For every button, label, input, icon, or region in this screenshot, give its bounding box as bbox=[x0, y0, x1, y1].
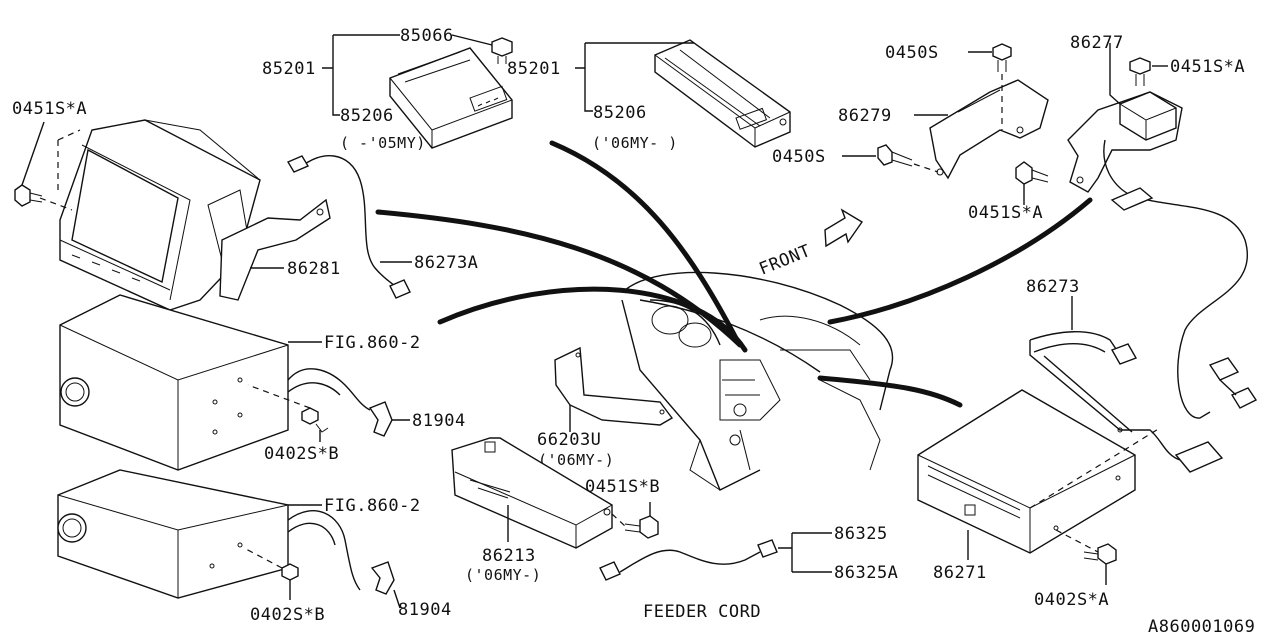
bracket-86281[interactable] bbox=[219, 198, 331, 301]
bracket-66203u[interactable] bbox=[554, 346, 674, 426]
label-85066: 85066 bbox=[400, 26, 454, 46]
label-86273: 86273 bbox=[1026, 277, 1080, 297]
note-66203u: ('06MY-) bbox=[538, 451, 614, 469]
label-0402sa: 0402S*A bbox=[1034, 590, 1109, 610]
screw-0402sa[interactable] bbox=[1083, 543, 1117, 565]
screw-0402sb-upper[interactable] bbox=[247, 384, 329, 433]
label-85206-new: 85206 bbox=[593, 103, 647, 123]
front-arrow: FRONT bbox=[756, 208, 864, 280]
diagram-id: A860001069 bbox=[1148, 617, 1255, 637]
label-0450s-top: 0450S bbox=[885, 43, 939, 63]
label-66203u: 66203U bbox=[537, 430, 601, 450]
label-86273a: 86273A bbox=[414, 253, 478, 273]
note-06my: ('06MY- ) bbox=[592, 134, 678, 152]
label-86213: 86213 bbox=[482, 546, 536, 566]
gps-antenna-86277[interactable] bbox=[1119, 91, 1177, 141]
label-86279: 86279 bbox=[838, 106, 892, 126]
bracket-86279[interactable] bbox=[929, 79, 1049, 180]
audio-unit-upper[interactable] bbox=[59, 294, 371, 471]
label-86281: 86281 bbox=[287, 259, 341, 279]
leader-sweeps bbox=[375, 140, 1093, 408]
label-0402sb-lower: 0402S*B bbox=[250, 605, 325, 625]
label-0451sa-mid: 0451S*A bbox=[968, 203, 1043, 223]
label-86325: 86325 bbox=[834, 524, 888, 544]
cable-86273[interactable] bbox=[1029, 331, 1224, 509]
screw-0451sa-tr[interactable] bbox=[1129, 57, 1151, 86]
label-86325a: 86325A bbox=[834, 563, 898, 583]
clip-81904-lower[interactable] bbox=[370, 561, 395, 595]
screw-85066[interactable] bbox=[491, 37, 513, 64]
dashboard bbox=[621, 271, 894, 491]
panel-86213[interactable] bbox=[451, 437, 613, 549]
label-fig860-upper: FIG.860-2 bbox=[324, 333, 421, 353]
label-front: FRONT bbox=[756, 241, 813, 280]
screw-0451sb[interactable] bbox=[611, 513, 659, 539]
nav-display-unit[interactable] bbox=[59, 119, 261, 311]
screw-0450s-mid[interactable] bbox=[877, 144, 939, 173]
label-85206-old: 85206 bbox=[340, 106, 394, 126]
part-85201-new[interactable] bbox=[654, 39, 791, 148]
clip-81904-upper[interactable] bbox=[368, 401, 393, 437]
screw-0402sb-lower[interactable] bbox=[243, 547, 299, 581]
label-feeder-cord: FEEDER CORD bbox=[643, 602, 761, 622]
cable-86273a[interactable] bbox=[286, 155, 411, 299]
feeder-cord[interactable] bbox=[599, 539, 778, 581]
label-81904-upper: 81904 bbox=[412, 411, 466, 431]
label-0450s-mid: 0450S bbox=[772, 147, 826, 167]
label-86277: 86277 bbox=[1070, 33, 1124, 53]
label-81904-lower: 81904 bbox=[398, 600, 452, 620]
note-86213: ('06MY-) bbox=[465, 566, 541, 584]
screw-0450s-top[interactable] bbox=[992, 43, 1012, 130]
label-85201-new: 85201 bbox=[507, 59, 561, 79]
label-fig860-lower: FIG.860-2 bbox=[324, 496, 421, 516]
gps-cable bbox=[1103, 139, 1258, 419]
label-85201-old: 85201 bbox=[262, 59, 316, 79]
audio-unit-lower[interactable] bbox=[57, 469, 361, 599]
note-05my: ( -'05MY) bbox=[340, 134, 426, 152]
label-0402sb-upper: 0402S*B bbox=[264, 444, 339, 464]
part-85201-old[interactable] bbox=[389, 47, 513, 149]
label-0451sa-left: 0451S*A bbox=[12, 99, 87, 119]
label-0451sb: 0451S*B bbox=[585, 477, 660, 497]
screw-0451sa-mid[interactable] bbox=[1015, 161, 1049, 185]
label-86271: 86271 bbox=[933, 563, 987, 583]
label-0451sa-tr: 0451S*A bbox=[1170, 57, 1245, 77]
nav-unit-86271[interactable] bbox=[917, 389, 1136, 554]
